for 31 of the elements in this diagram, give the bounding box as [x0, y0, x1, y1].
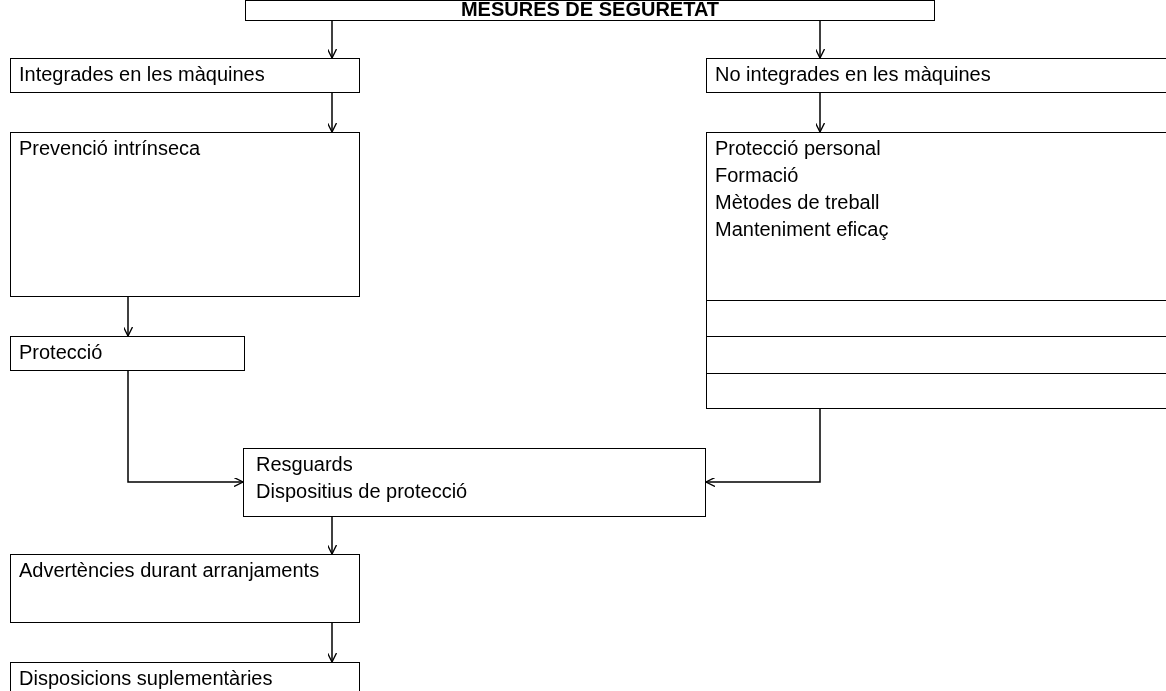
- process-box: [10, 58, 360, 93]
- box-text: Integrades en les màquines: [19, 62, 266, 87]
- box-text: Advertències durant arranjaments: [19, 558, 321, 583]
- process-box: [706, 132, 1166, 409]
- process-box: [10, 336, 245, 371]
- box-text: Protecció personal: [715, 136, 882, 161]
- arrow: [326, 516, 338, 555]
- arrow: [814, 92, 826, 133]
- process-box: [243, 448, 706, 517]
- process-box: [706, 58, 1166, 93]
- box-text: MESURES DE SEGURETAT: [459, 1, 721, 18]
- box-text: Manteniment eficaç: [715, 217, 890, 242]
- process-box: [245, 0, 935, 21]
- process-box: [10, 662, 360, 691]
- box-text: Dispositius de protecció: [256, 479, 469, 504]
- box-text: Disposicions suplementàries: [19, 666, 274, 691]
- box-text: Mètodes de treball: [715, 190, 881, 215]
- box-text: Prevenció intrínseca: [19, 136, 202, 161]
- box-text: Resguards: [256, 452, 354, 477]
- box-text: Formació: [715, 163, 800, 188]
- box-text: No integrades en les màquines: [715, 62, 992, 87]
- arrow: [326, 92, 338, 133]
- arrow: [326, 622, 338, 663]
- box-text: Protecció: [19, 340, 104, 365]
- process-box: [10, 554, 360, 623]
- arrow: [127, 370, 244, 488]
- arrow: [122, 296, 134, 337]
- arrow: [326, 20, 338, 59]
- arrow: [705, 408, 821, 488]
- arrow: [814, 20, 826, 59]
- process-box: [10, 132, 360, 297]
